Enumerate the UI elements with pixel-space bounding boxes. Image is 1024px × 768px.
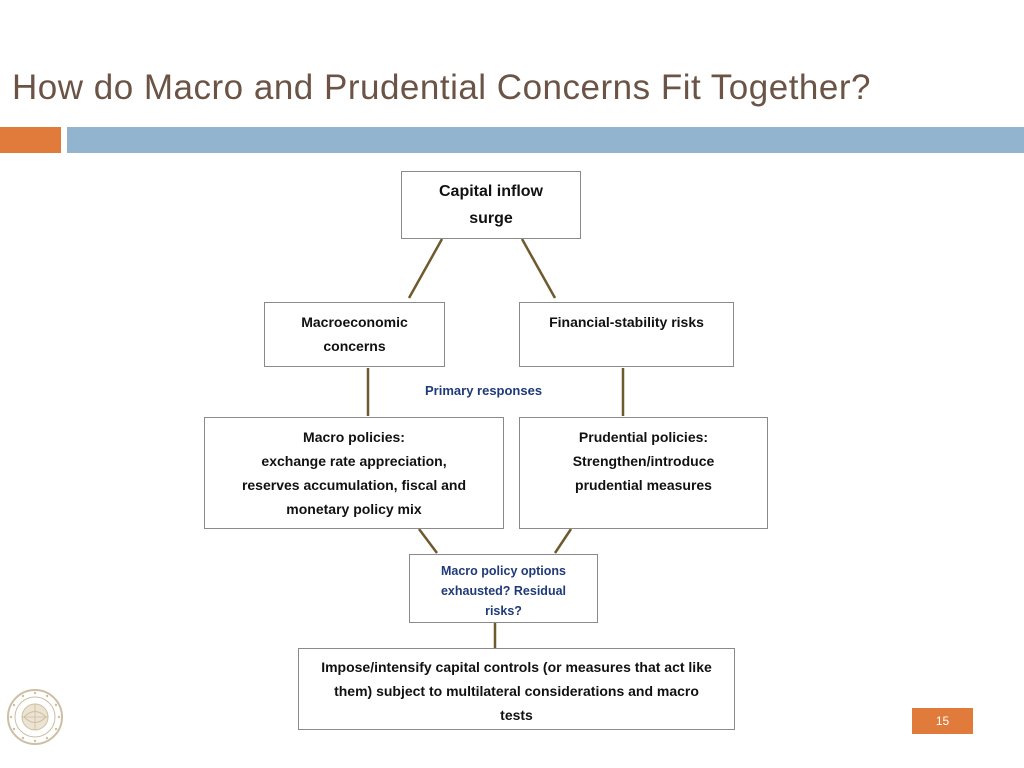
capital-inflow-box: Capital inflow surge: [401, 171, 581, 239]
prudential-policies-line-2: prudential measures: [575, 477, 712, 493]
macro-concerns-label: Macroeconomic concerns: [301, 314, 408, 354]
page-number: 15: [935, 714, 950, 728]
capital-controls-box: Impose/intensify capital controls (or me…: [298, 648, 735, 730]
financial-risks-label: Financial-stability risks: [549, 314, 704, 330]
capital-inflow-label: Capital inflow surge: [439, 183, 543, 227]
connector-inflow-to-macro: [407, 238, 444, 299]
imf-seal-icon: [7, 689, 63, 745]
macro-policies-line-2: reserves accumulation, fiscal and: [241, 477, 467, 493]
macro-policies-box: Macro policies: exchange rate appreciati…: [204, 417, 504, 529]
prudential-policies-box: Prudential policies: Strengthen/introduc…: [519, 417, 768, 529]
title-accent-orange-bar: [0, 127, 61, 153]
macro-policies-line-1: exchange rate appreciation,: [261, 453, 447, 469]
prudential-policies-heading: Prudential policies:: [578, 429, 709, 445]
connector-prudential-to-question: [553, 528, 573, 554]
financial-risks-box: Financial-stability risks: [519, 302, 734, 367]
macro-concerns-box: Macroeconomic concerns: [264, 302, 445, 367]
residual-risks-question-label: Macro policy options exhausted? Residual…: [440, 564, 567, 618]
page-number-badge: 15: [912, 708, 973, 734]
primary-responses-label: Primary responses: [425, 383, 543, 398]
capital-controls-label: Impose/intensify capital controls (or me…: [321, 659, 712, 723]
macro-policies-line-3: monetary policy mix: [286, 501, 422, 517]
prudential-policies-line-1: Strengthen/introduce: [572, 453, 715, 469]
macro-policies-heading: Macro policies:: [303, 429, 405, 445]
residual-risks-question-box: Macro policy options exhausted? Residual…: [409, 554, 598, 623]
slide-title: How do Macro and Prudential Concerns Fit…: [12, 68, 871, 107]
connector-macro-policies-to-question: [418, 528, 438, 554]
connector-inflow-to-financial: [520, 238, 557, 299]
title-accent-blue-bar: [67, 127, 1024, 153]
